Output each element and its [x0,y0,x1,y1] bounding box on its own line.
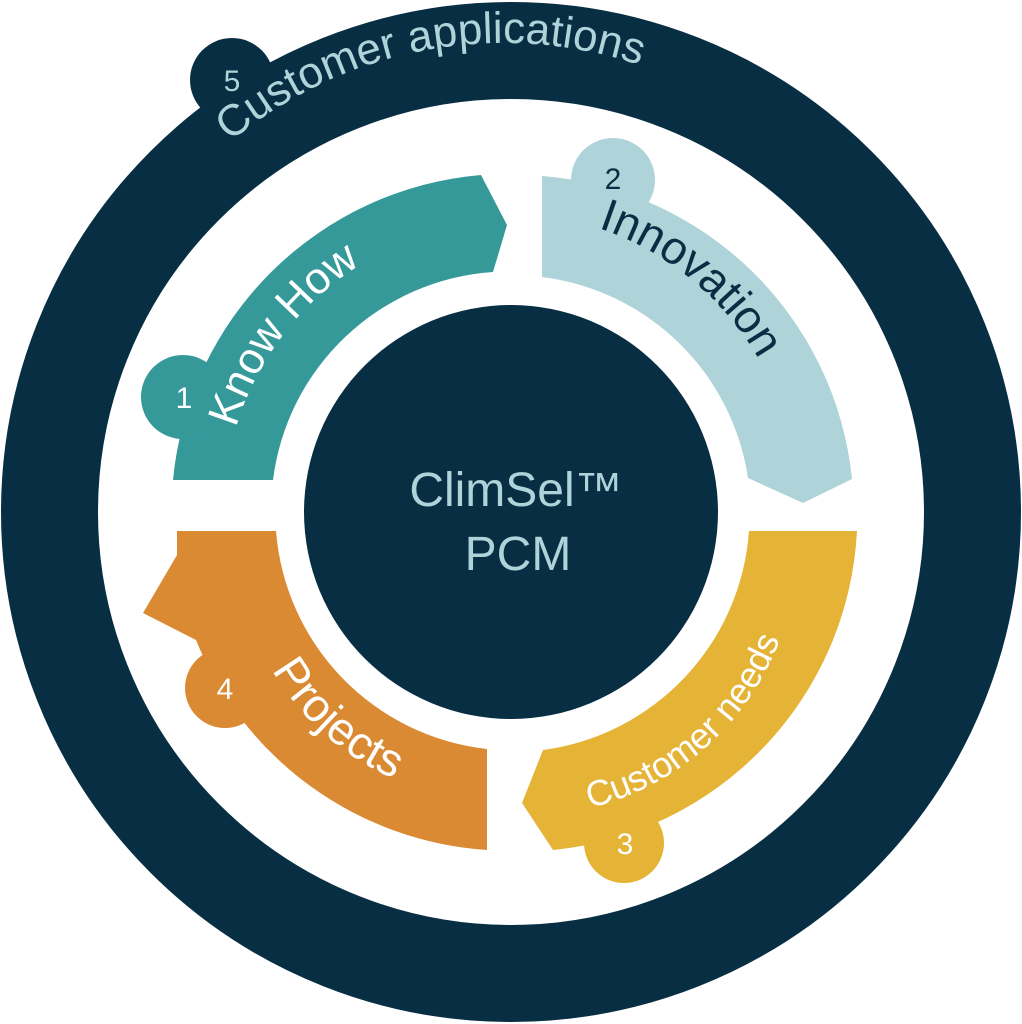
segment-know-how-number: 1 [176,382,193,415]
segment-customer-needs-number: 3 [617,828,634,861]
segment-know-how-bubble [141,355,225,439]
segment-projects: 4 Projects [143,531,487,850]
segment-innovation-arrow [542,176,852,503]
center-hub: ClimSel™ PCM [304,305,718,719]
outer-ring-number-bubble [190,38,274,122]
segment-customer-needs-arrow [522,531,857,850]
segment-know-how-arrow [173,175,507,480]
segment-innovation-bubble [571,138,655,222]
segment-innovation-number: 2 [605,163,622,196]
segment-customer-needs-bubble [584,803,664,883]
segment-projects-arrow [143,531,487,850]
center-title-line1: ClimSel™ [409,464,622,517]
segment-projects-number: 4 [217,673,234,706]
center-circle [304,305,718,719]
segment-know-how: 1 Know How [141,175,507,480]
center-title-line2: PCM [465,528,572,581]
outer-ring-number: 5 [224,65,241,98]
segment-projects-bubble [185,648,265,728]
